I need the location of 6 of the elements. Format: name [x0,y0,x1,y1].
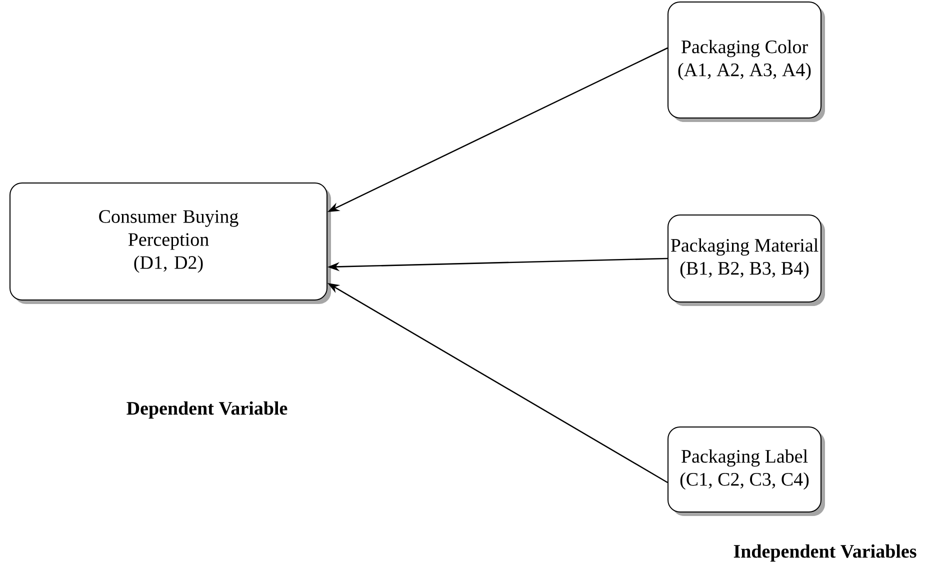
heading-label: Independent Variables [734,544,916,562]
variable-box: Packaging Color (A1, A2, A3, A4) [668,2,825,122]
variable-box: Consumer Buying Perception (D1, D2) [10,182,331,304]
heading-label: Dependent Variable [126,401,288,419]
variable-box: Packaging Material (B1, B2, B3, B4) [668,214,825,306]
variable-box: Packaging Label (C1, C2, C3, C4) [668,426,825,516]
